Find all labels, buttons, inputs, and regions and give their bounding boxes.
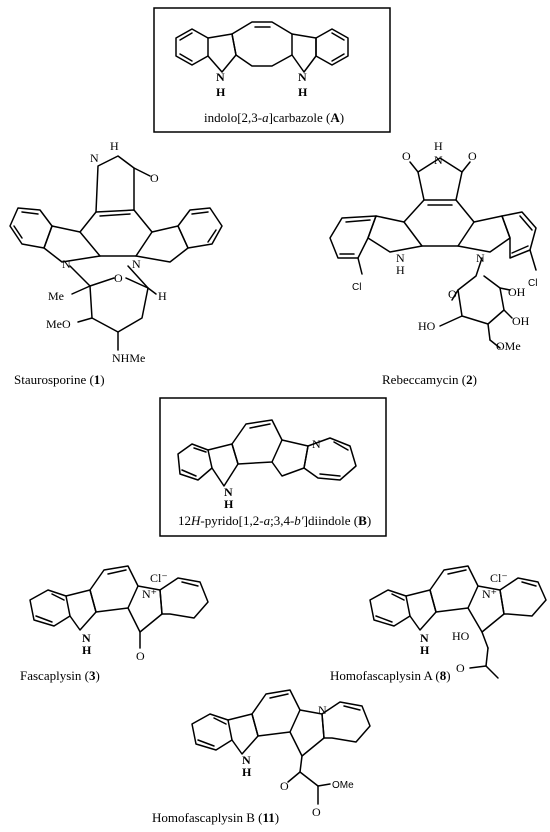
fascaplysin-o: O [136,649,145,663]
fascaplysin-cl: Cl⁻ [150,571,168,585]
homofascaplysin-b-ome: OMe [332,780,354,791]
staurosporine-me: Me [48,289,64,303]
compound-b-frame [159,397,387,537]
compound-b-label: 12H-pyrido[1,2-a;3,4-b′]diindole (B) [178,513,371,528]
homofascaplysin-b-n: N [318,703,327,717]
rebeccamycin-ho: HO [418,319,436,333]
staurosporine-n-lactam: N [90,151,99,165]
nh-right-h: H [298,85,308,99]
rebeccamycin-o-left: O [402,149,411,163]
fascaplysin-nh-h: H [82,643,92,657]
fascaplysin-structure [29,565,209,649]
staurosporine-meo: MeO [46,317,71,331]
compound-3-label: Fascaplysin (3) [20,668,100,683]
rebeccamycin-h: H [434,139,443,153]
rebeccamycin-n-imide: N [434,153,443,167]
staurosporine-h-anomeric: H [158,289,167,303]
compound-8-label: Homofascaplysin A (8) [330,668,451,683]
indolocarbazole-structure [175,21,349,73]
homofascaplysin-b-nh-n: N [242,753,251,767]
rebeccamycin-cl-right: Cl [528,278,537,289]
homofascaplysin-a-nplus: N⁺ [482,587,497,601]
staurosporine-o-carbonyl: O [150,171,159,185]
staurosporine-n-left: N [62,257,71,271]
rebeccamycin-oh-mid: OH [512,314,530,328]
homofascaplysin-a-cl: Cl⁻ [490,571,508,585]
staurosporine-nhme: NHMe [112,351,145,365]
nh-right-n: N [298,70,307,84]
rebeccamycin-oh-top: OH [508,285,526,299]
fascaplysin-nh-n: N [82,631,91,645]
pyridodiindole-nh-n: N [224,485,233,499]
rebeccamycin-cl-left: Cl [352,282,361,293]
compound-2-label: Rebeccamycin (2) [382,372,477,387]
pyridodiindole-nh-h: H [224,497,234,511]
homofascaplysin-a-nh-n: N [420,631,429,645]
homofascaplysin-b-o1: O [280,779,289,793]
compound-1-label: Staurosporine (1) [14,372,105,387]
staurosporine-o-ring: O [114,271,123,285]
homofascaplysin-a-o: O [456,661,465,675]
rebeccamycin-o-right: O [468,149,477,163]
staurosporine-h: H [110,139,119,153]
staurosporine-n-right: N [132,257,141,271]
nh-left-h: H [216,85,226,99]
fascaplysin-nplus: N⁺ [142,587,157,601]
rebeccamycin-n-sugar: N [476,251,485,265]
pyridodiindole-structure [177,419,357,487]
homofascaplysin-a-nh-h: H [420,643,430,657]
rebeccamycin-ome: OMe [496,339,521,353]
compound-a-frame [153,7,391,133]
homofascaplysin-b-structure [191,689,371,805]
compound-a-label: indolo[2,3-a]carbazole (A) [204,110,344,125]
homofascaplysin-b-nh-h: H [242,765,252,779]
rebeccamycin-nh-h: H [396,263,405,277]
pyridodiindole-n: N [312,437,321,451]
homofascaplysin-a-structure [369,565,547,679]
rebeccamycin-structure [329,157,537,349]
rebeccamycin-nh-n: N [396,251,405,265]
compound-11-label: Homofascaplysin B (11) [152,810,279,825]
nh-left-n: N [216,70,225,84]
rebeccamycin-o-ring: O [448,287,457,301]
homofascaplysin-a-ho: HO [452,629,470,643]
homofascaplysin-b-o2: O [312,805,321,819]
staurosporine-structure [9,155,223,351]
